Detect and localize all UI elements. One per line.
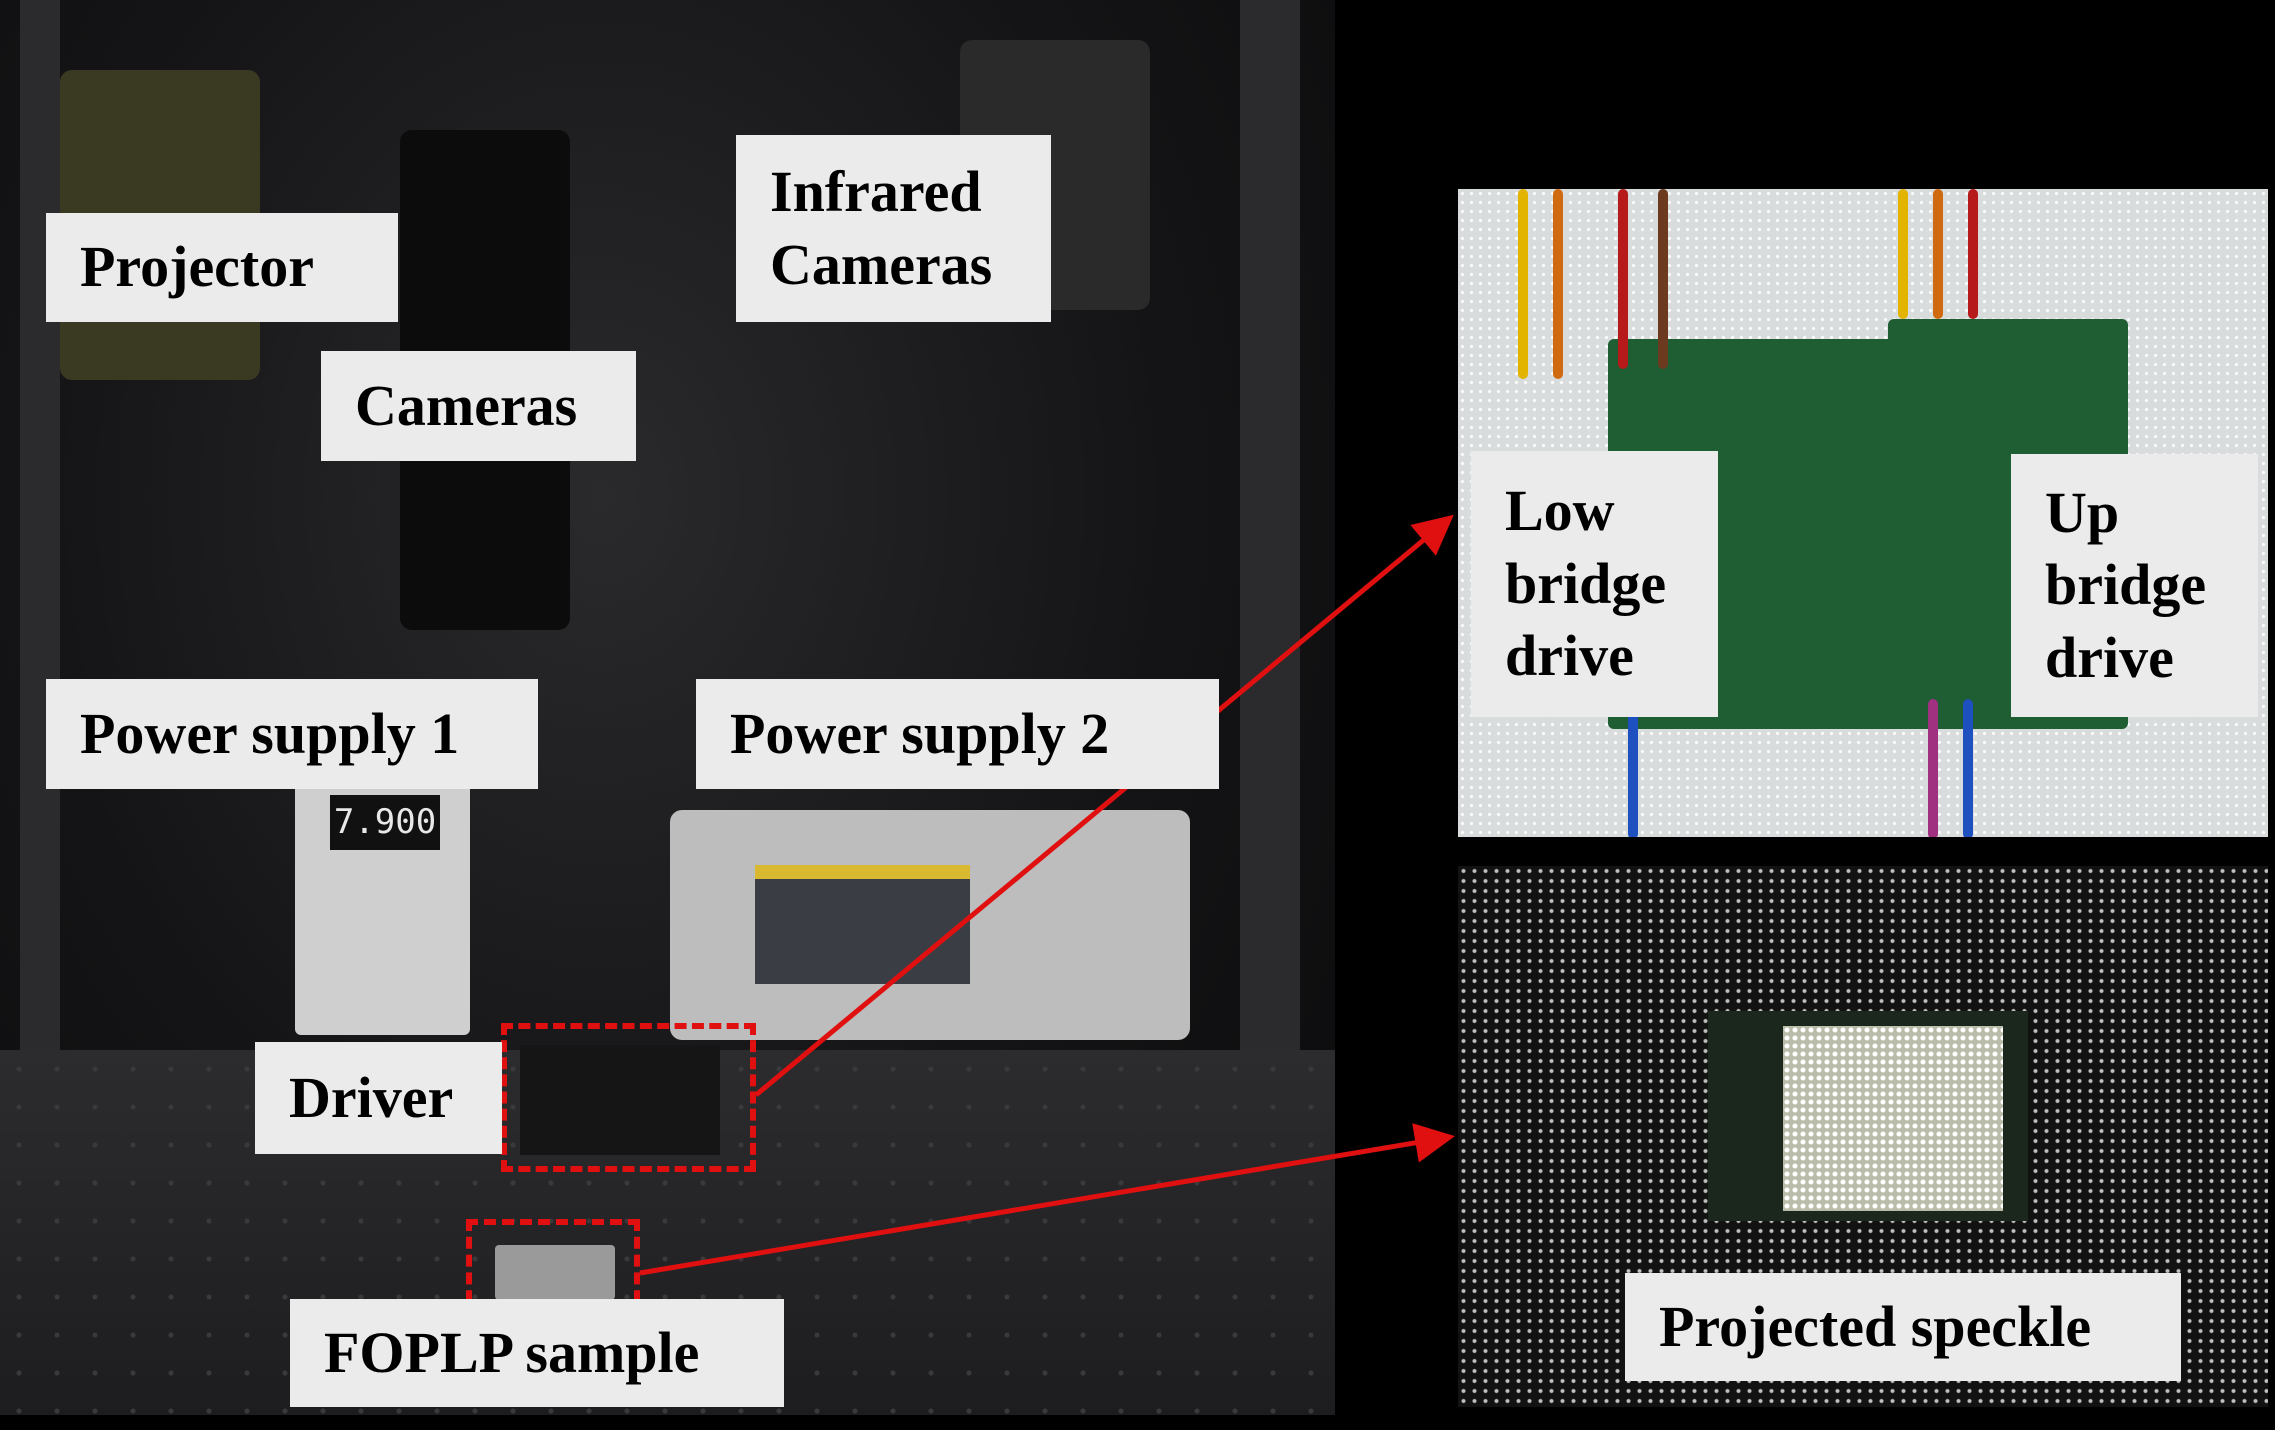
die-with-speckle xyxy=(1783,1026,2003,1211)
label-text: Cameras xyxy=(770,231,993,297)
label-driver: Driver xyxy=(255,1042,502,1154)
wire xyxy=(1933,189,1943,319)
wire xyxy=(1658,189,1668,369)
label-text: Up xyxy=(2045,479,2120,545)
wire xyxy=(1553,189,1563,379)
arrow-driver-to-closeup xyxy=(754,514,1454,1097)
wire xyxy=(1963,699,1973,837)
foplp-sample-device xyxy=(495,1245,615,1300)
label-infrared-cameras: Infrared Cameras xyxy=(736,135,1051,322)
label-power-supply-2: Power supply 2 xyxy=(696,679,1219,789)
label-text: Power supply 1 xyxy=(80,700,460,766)
label-text: Driver xyxy=(289,1064,454,1130)
label-projector: Projector xyxy=(46,213,398,322)
label-cameras: Cameras xyxy=(321,351,636,461)
label-text: Projector xyxy=(80,234,314,300)
driver-highlight-box xyxy=(501,1023,756,1172)
power-supply-2-device xyxy=(670,810,1190,1040)
label-text: FOPLP sample xyxy=(324,1319,700,1385)
label-text: Power supply 2 xyxy=(730,700,1110,766)
wire xyxy=(1898,189,1908,319)
label-foplp-sample: FOPLP sample xyxy=(290,1299,784,1407)
label-text: Cameras xyxy=(355,372,578,438)
label-text: Projected speckle xyxy=(1659,1293,2092,1359)
psu1-display: 7.900 xyxy=(330,795,440,850)
label-projected-speckle: Projected speckle xyxy=(1625,1273,2181,1381)
wire xyxy=(1618,189,1628,369)
label-text: bridge xyxy=(2045,552,2207,618)
wire xyxy=(1628,709,1638,837)
label-text: drive xyxy=(2045,624,2174,690)
label-low-bridge-drive: Low bridge drive xyxy=(1471,451,1718,717)
power-supply-1-device: 7.900 xyxy=(295,770,470,1035)
label-text: bridge xyxy=(1505,550,1667,616)
wire xyxy=(1518,189,1528,379)
psu2-screen xyxy=(755,865,970,984)
frame-post-left xyxy=(20,0,60,1060)
wire xyxy=(1968,189,1978,319)
arrow-sample-to-speckle xyxy=(639,1123,1455,1276)
driver-board xyxy=(520,1045,720,1155)
label-power-supply-1: Power supply 1 xyxy=(46,679,538,789)
label-text: drive xyxy=(1505,623,1634,689)
wire xyxy=(1928,699,1938,837)
label-text: Infrared xyxy=(770,159,982,224)
label-up-bridge-drive: Up bridge drive xyxy=(2011,454,2258,717)
label-text: Low xyxy=(1505,478,1615,544)
